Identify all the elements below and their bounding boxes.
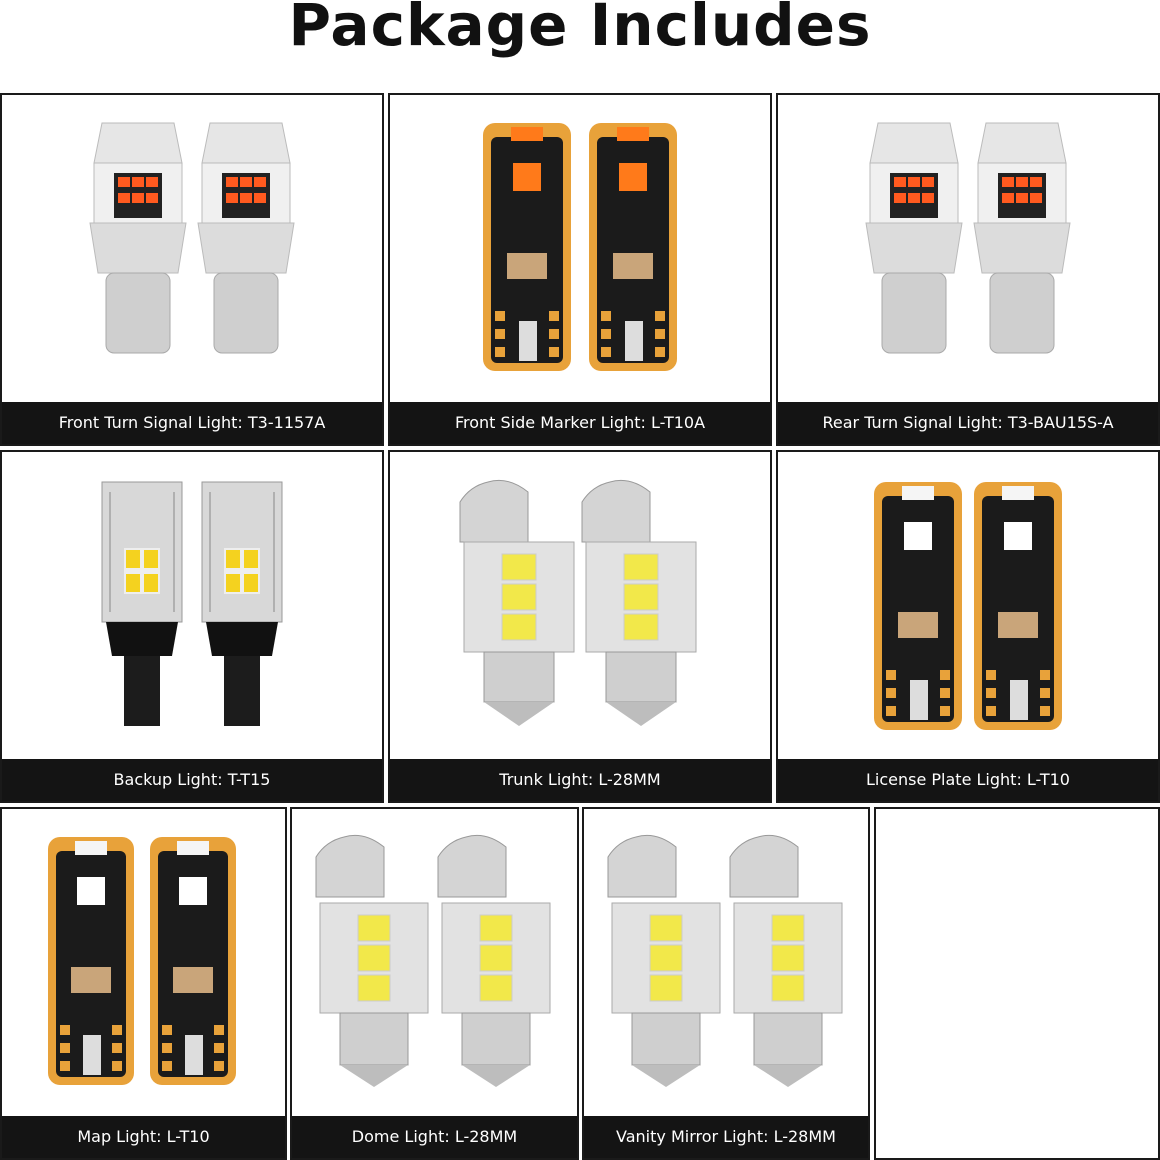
- festoon-bulb-pair-icon: [292, 809, 577, 1116]
- product-card-front-side-marker: Front Side Marker Light: L-T10A: [388, 93, 772, 446]
- product-label: Trunk Light: L-28MM: [390, 759, 770, 801]
- product-label: Dome Light: L-28MM: [292, 1116, 577, 1158]
- product-label: Backup Light: T-T15: [2, 759, 382, 801]
- amber-turn-bulb-pair-icon: [2, 95, 382, 402]
- white-t10-wedge-pair-icon: [778, 452, 1158, 759]
- white-t15-bulb-pair-icon: [2, 452, 382, 759]
- product-card-rear-turn: Rear Turn Signal Light: T3-BAU15S-A: [776, 93, 1160, 446]
- white-t10-wedge-pair-icon: [2, 809, 285, 1116]
- product-card-empty: [874, 807, 1160, 1160]
- amber-turn-bulb-pair-icon: [778, 95, 1158, 402]
- product-card-license-plate: License Plate Light: L-T10: [776, 450, 1160, 803]
- product-label: Map Light: L-T10: [2, 1116, 285, 1158]
- product-card-backup: Backup Light: T-T15: [0, 450, 384, 803]
- product-card-vanity-mirror: Vanity Mirror Light: L-28MM: [582, 807, 870, 1160]
- product-label: Front Turn Signal Light: T3-1157A: [2, 402, 382, 444]
- product-card-trunk: Trunk Light: L-28MM: [388, 450, 772, 803]
- product-card-dome: Dome Light: L-28MM: [290, 807, 579, 1160]
- product-label: Rear Turn Signal Light: T3-BAU15S-A: [778, 402, 1158, 444]
- amber-t10-wedge-pair-icon: [390, 95, 770, 402]
- page-title: Package Includes: [288, 0, 872, 59]
- product-label: License Plate Light: L-T10: [778, 759, 1158, 801]
- festoon-bulb-pair-icon: [390, 452, 770, 759]
- product-label: Vanity Mirror Light: L-28MM: [584, 1116, 868, 1158]
- festoon-bulb-pair-icon: [584, 809, 868, 1116]
- product-card-map: Map Light: L-T10: [0, 807, 287, 1160]
- product-card-front-turn: Front Turn Signal Light: T3-1157A: [0, 93, 384, 446]
- product-label: Front Side Marker Light: L-T10A: [390, 402, 770, 444]
